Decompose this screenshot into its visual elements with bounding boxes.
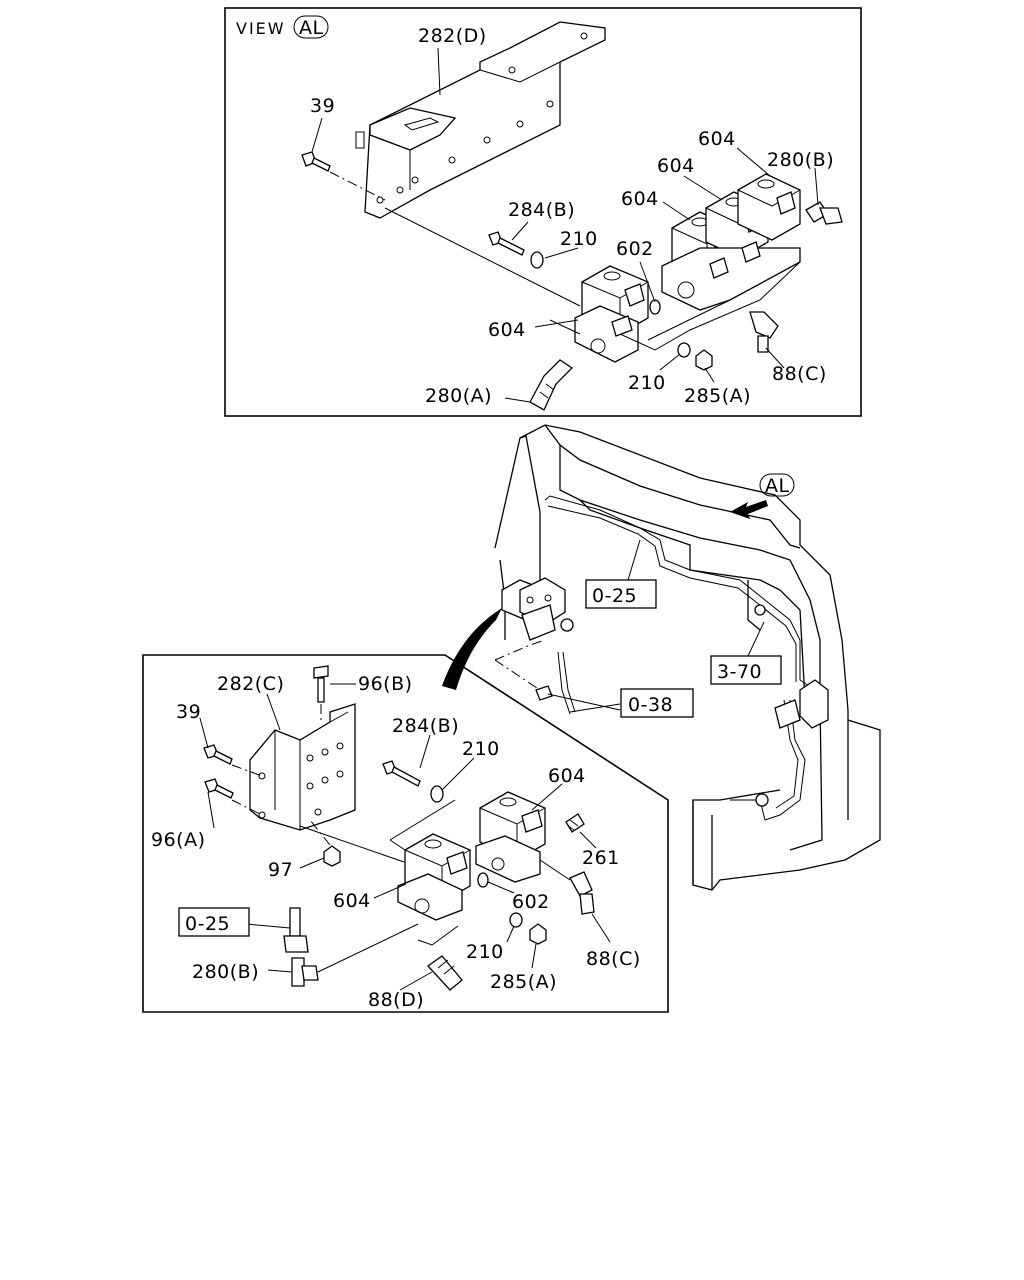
callout-282c: 282(C) [217, 673, 284, 695]
view-al-detail-box: VIEW AL [224, 7, 862, 417]
ref-3-70: 3-70 [717, 661, 762, 683]
callout-280b-top: 280(B) [767, 149, 834, 171]
callout-210-top-b: 210 [628, 372, 666, 394]
elbow-88c-top [749, 311, 779, 353]
callout-280b-lower: 280(B) [192, 961, 259, 983]
ref-box-3-70 [710, 655, 782, 685]
plug-261 [565, 813, 585, 833]
bolt-39 [301, 151, 331, 172]
callout-602-lower: 602 [512, 891, 550, 913]
bolt-96b [313, 665, 329, 703]
ref-box-0-25-lower [178, 907, 250, 937]
callout-602-top: 602 [616, 238, 654, 260]
fitting-280a [529, 359, 574, 411]
ref-0-25-main: 0-25 [592, 585, 637, 607]
bolt-284b-lower [382, 760, 421, 787]
callout-210-lower-b: 210 [466, 941, 504, 963]
washer-210-top-b [677, 342, 691, 358]
view-label: VIEW [236, 19, 286, 38]
callout-284b-lower: 284(B) [392, 715, 459, 737]
view-tag: AL [299, 17, 324, 39]
callout-39-top: 39 [310, 95, 335, 117]
callout-604-lower: 604 [333, 890, 371, 912]
callout-604-top-1: 604 [698, 128, 736, 150]
bracket-282d [355, 21, 606, 219]
valve-604-lower [397, 833, 471, 921]
callout-604-single: 604 [488, 319, 526, 341]
fitting-280b-top [805, 201, 843, 225]
cab-frame-main-view: AL 0-25 3-70 0-38 [442, 424, 881, 891]
callout-96a: 96(A) [151, 829, 206, 851]
ref-0-38: 0-38 [628, 694, 673, 716]
bolt-284b-top [488, 231, 525, 256]
view-al-frame [224, 7, 862, 417]
ref-box-0-25-main [585, 579, 657, 609]
elbow-88c-lower [569, 871, 595, 915]
detail-pointer-arrow [442, 608, 502, 690]
bolt-96a [204, 778, 234, 799]
ref-0-25-lower: 0-25 [185, 913, 230, 935]
fitting-88d [427, 955, 463, 991]
washer-210-lower-b [509, 912, 523, 928]
lower-detail-box: 282(C) 96(B) 39 284(B) 210 604 96(A) 261… [142, 654, 669, 1013]
oring-602-lower [477, 872, 489, 888]
callout-604-top-3: 604 [621, 188, 659, 210]
view-direction-arrow [730, 500, 768, 519]
callout-284b-top: 284(B) [508, 199, 575, 221]
callout-261: 261 [582, 847, 620, 869]
oring-602-top [649, 299, 661, 315]
washer-210-lower [430, 785, 444, 803]
main-view-tag-capsule [759, 473, 795, 497]
callout-604-top-2: 604 [657, 155, 695, 177]
bolt-39-lower [203, 744, 233, 765]
bracket-282c [249, 703, 356, 831]
callout-210-top-a: 210 [560, 228, 598, 250]
callout-39-lower: 39 [176, 701, 201, 723]
callout-88c-top: 88(C) [772, 363, 827, 385]
callout-96b: 96(B) [358, 673, 413, 695]
hose-fitting-0-25 [283, 907, 309, 953]
washer-210-top-a [530, 251, 544, 269]
valve-604-upper [475, 791, 546, 883]
callout-282d: 282(D) [418, 25, 487, 47]
callout-210-lower: 210 [462, 738, 500, 760]
lower-detail-frame [142, 654, 669, 1013]
valve-604-single [574, 265, 649, 363]
callout-88d: 88(D) [368, 989, 424, 1011]
nut-285a-lower [529, 923, 547, 945]
side-valve-cluster [754, 604, 829, 807]
mounted-valve-cluster [501, 577, 574, 641]
nut-97 [323, 845, 341, 867]
elbow-280b-lower [291, 957, 319, 987]
nut-285a-top [695, 349, 713, 371]
view-tag-capsule [293, 15, 329, 39]
callout-285a-lower: 285(A) [490, 971, 557, 993]
callout-88c-lower: 88(C) [586, 948, 641, 970]
callout-285a-top: 285(A) [684, 385, 751, 407]
callout-280a: 280(A) [425, 385, 492, 407]
callout-604-upper: 604 [548, 765, 586, 787]
valve-604-triple [661, 173, 801, 311]
main-view-tag: AL [765, 475, 790, 497]
callout-97: 97 [268, 859, 293, 881]
ref-box-0-38 [620, 688, 694, 718]
